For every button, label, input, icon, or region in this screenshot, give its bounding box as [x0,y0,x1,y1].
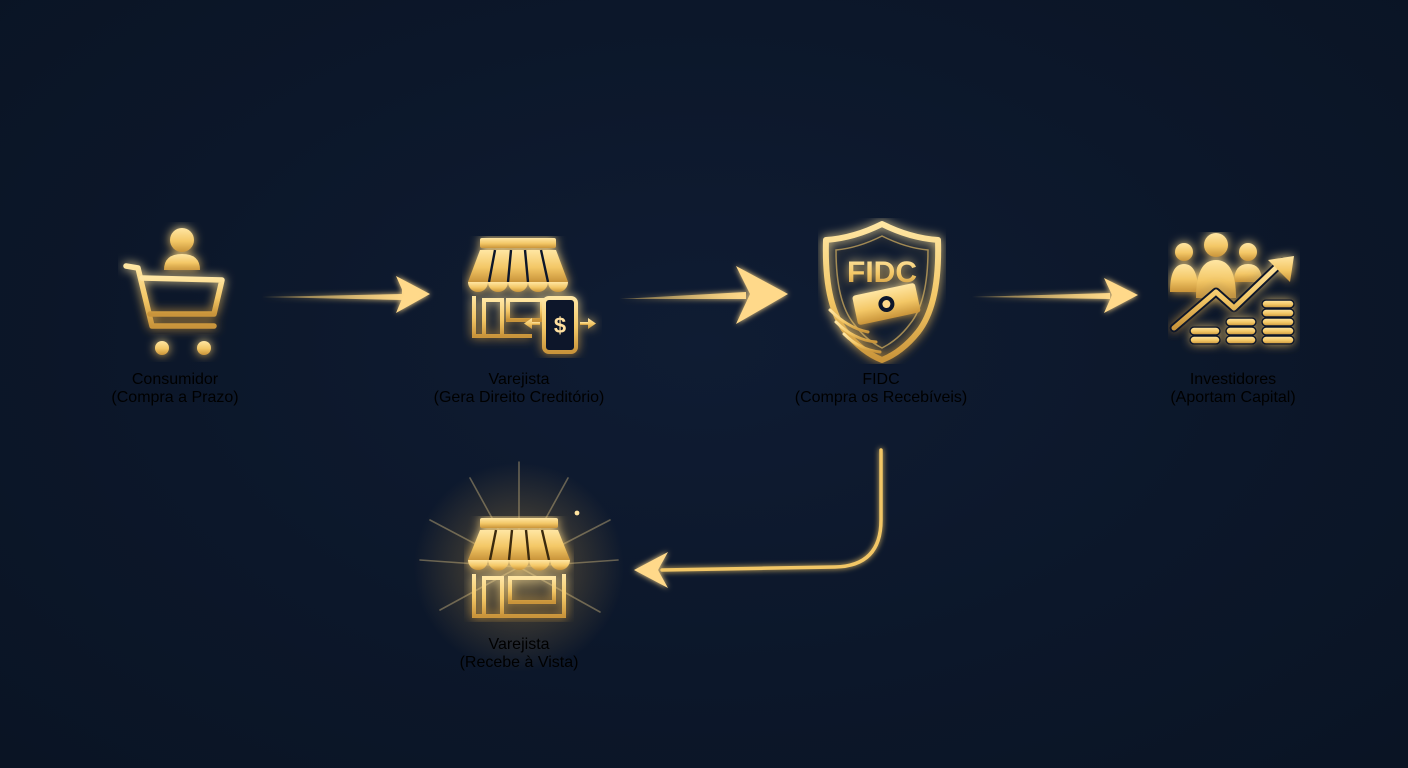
node-varejista-recebe: Varejista (Recebe à Vista) [339,636,699,672]
investors-growth-icon [1169,233,1295,345]
node-varejista: Varejista (Gera Direito Creditório) [339,371,699,407]
node-title: Varejista [488,371,550,388]
node-consumidor: Consumidor (Compra a Prazo) [0,371,355,407]
node-subtitle: (Aportam Capital) [1170,389,1296,406]
arrow-fidc-to-investidores [972,278,1138,313]
storefront-icon [468,518,570,620]
node-title: FIDC [862,371,900,388]
node-subtitle: (Compra os Recebíveis) [794,389,968,406]
svg-text:$: $ [554,313,566,338]
storefront-payment-icon: $ [468,238,596,354]
node-title: Investidores [1189,371,1277,388]
arrow-varejista-to-fidc [620,266,788,324]
node-title: Consumidor [131,371,219,388]
fidc-shield-icon: FIDC [822,221,942,363]
shopping-cart-person-icon [123,228,225,355]
node-fidc: FIDC (Compra os Recebíveis) [701,371,1061,407]
node-subtitle: (Gera Direito Creditório) [433,389,605,406]
node-investidores: Investidores (Aportam Capital) [1053,371,1408,407]
node-subtitle: (Recebe à Vista) [459,654,579,671]
fidc-shield-text: FIDC [847,256,917,289]
arrow-consumidor-to-varejista [262,276,430,313]
node-title: Varejista [488,636,550,653]
arrow-fidc-to-varejista-recebe [634,448,883,588]
node-subtitle: (Compra a Prazo) [111,389,239,406]
